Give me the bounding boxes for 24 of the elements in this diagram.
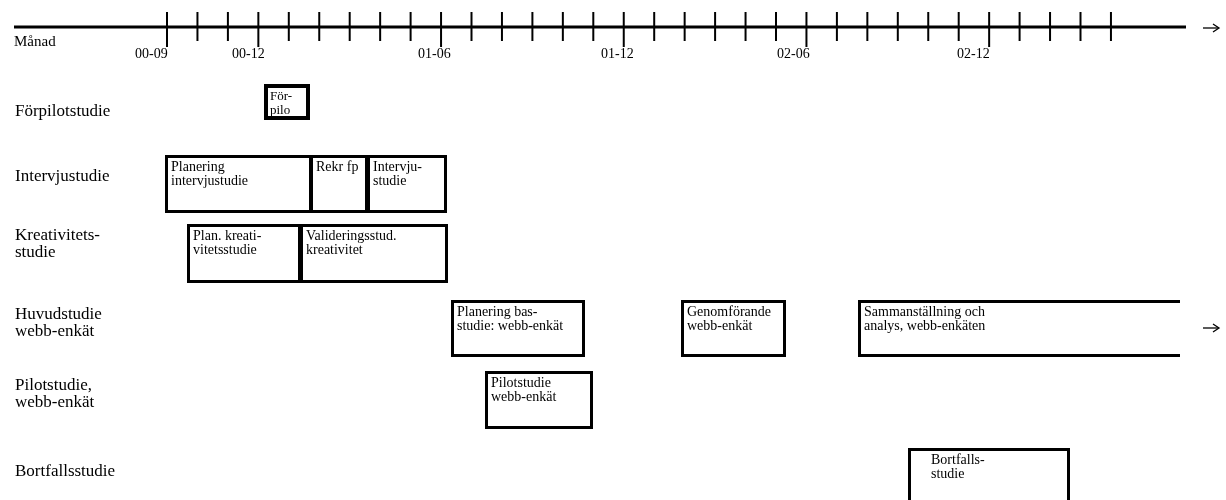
tick-label: 02-06 (777, 46, 810, 62)
tick-label: 00-09 (135, 46, 168, 62)
tick-label: 00-12 (232, 46, 265, 62)
row-label: Intervjustudie (15, 167, 110, 185)
task-bar: Sammanställning och analys, webb-enkäten (858, 300, 1180, 357)
task-bar: Pilotstudie webb-enkät (485, 371, 593, 429)
task-bar: Rekr fp (310, 155, 368, 213)
task-bar: Genomförande webb-enkät (681, 300, 786, 357)
month-axis-label: Månad (14, 32, 56, 50)
row-label: Huvudstudie webb-enkät (15, 305, 103, 339)
tick-label: 01-12 (601, 46, 634, 62)
tick-label: 02-12 (957, 46, 990, 62)
task-bar: Plan. kreati- vitetsstudie (187, 224, 301, 283)
task-bar: Bortfalls- studie (908, 448, 1070, 500)
row-label: Förpilotstudie (15, 102, 111, 120)
row-label: Pilotstudie, webb-enkät (15, 376, 96, 410)
task-bar: Intervju- studie (367, 155, 447, 213)
row-label: Kreativitets- studie (15, 226, 101, 260)
task-bar: Valideringsstud. kreativitet (300, 224, 448, 283)
row-label: Bortfallsstudie (15, 462, 116, 480)
task-bar: För- pilo (264, 84, 310, 120)
task-bar: Planering bas- studie: webb-enkät (451, 300, 585, 357)
task-bar: Planering intervjustudie (165, 155, 312, 213)
tick-label: 01-06 (418, 46, 451, 62)
